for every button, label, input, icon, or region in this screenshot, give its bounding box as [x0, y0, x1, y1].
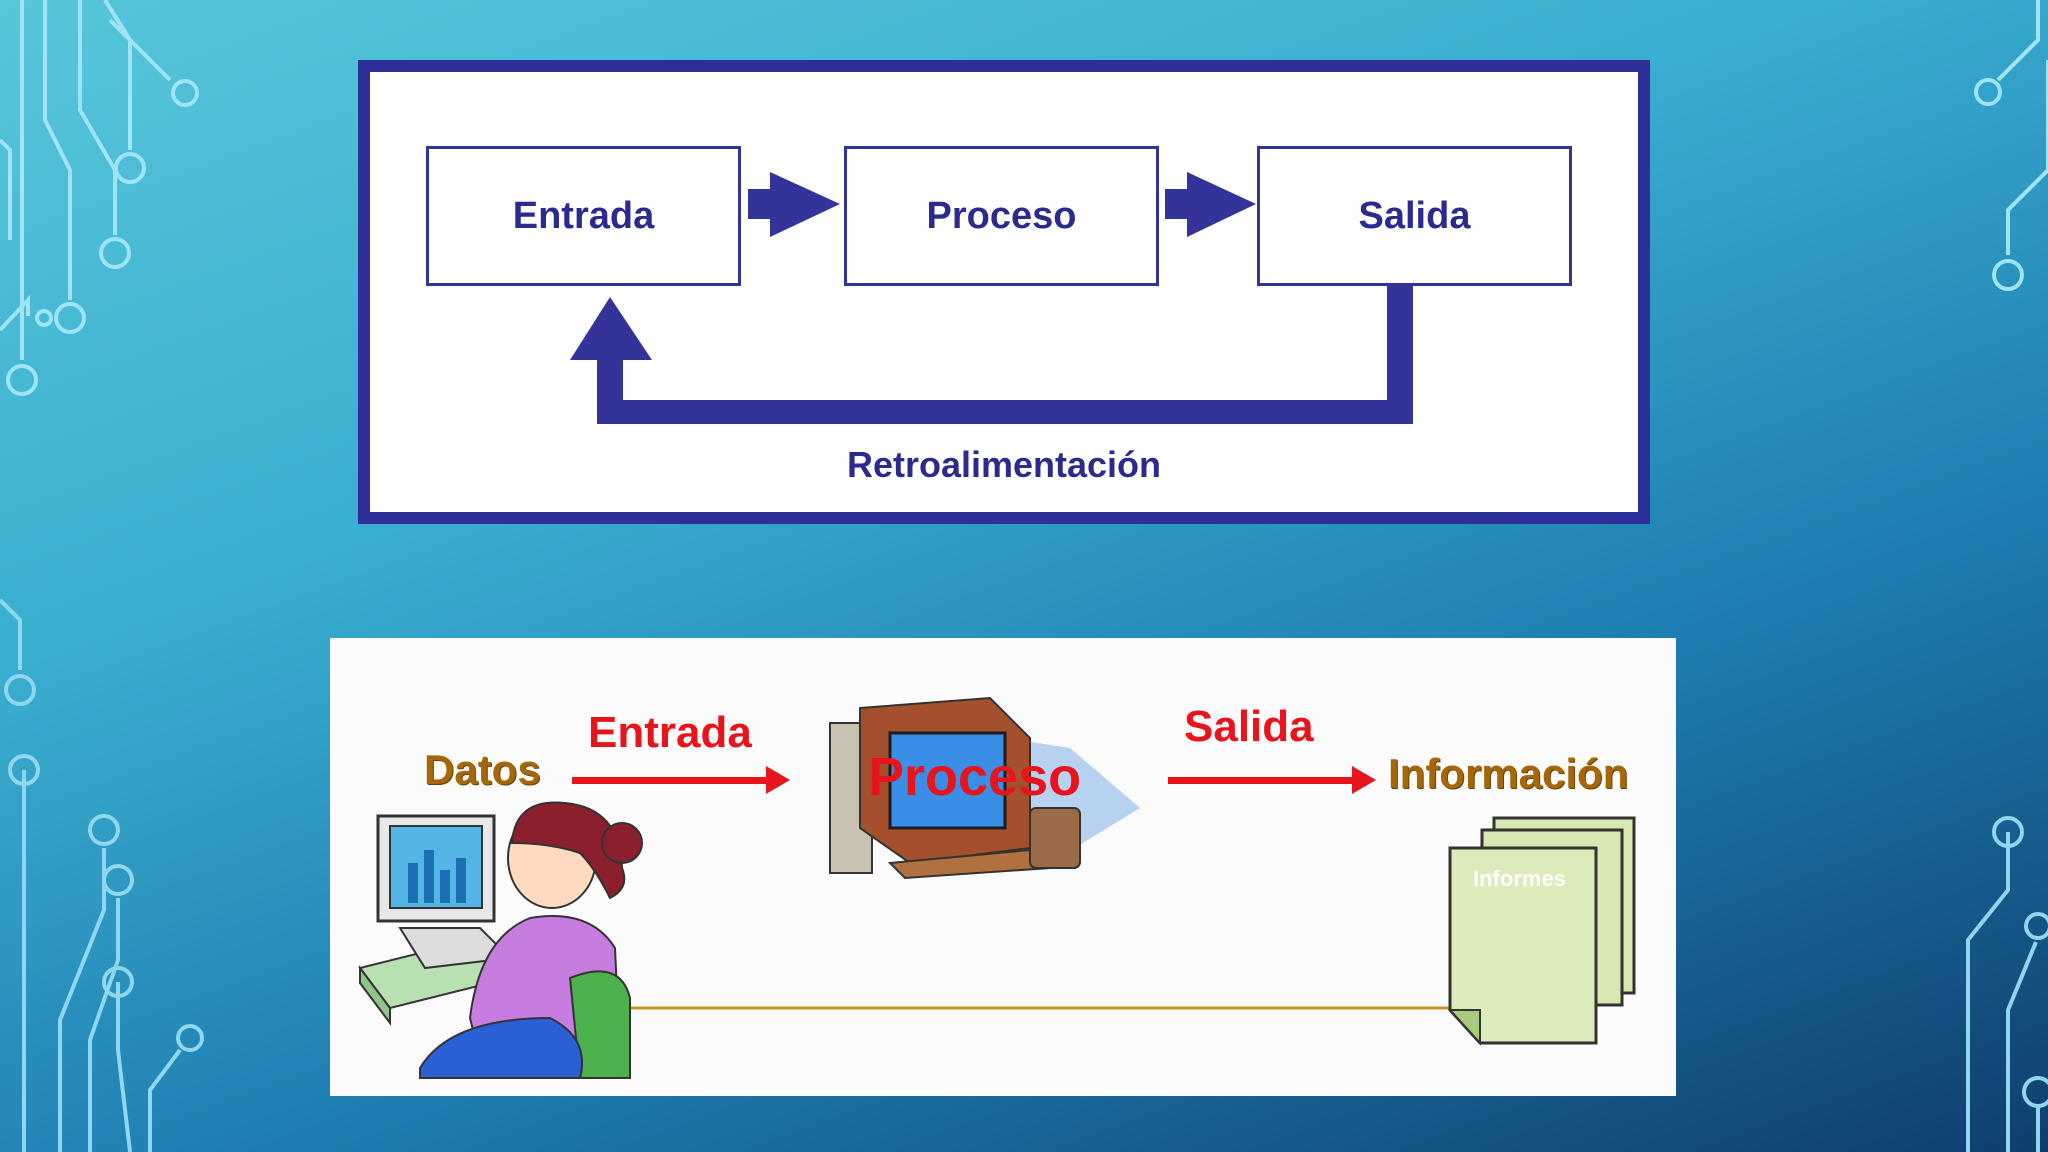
arrow-entrada-proceso-head: [770, 172, 840, 237]
box-proceso: Proceso: [844, 146, 1159, 286]
illustration-layer: [358, 696, 1636, 1079]
label-proceso: Proceso: [868, 747, 1082, 807]
box-entrada: Entrada: [426, 146, 741, 286]
data-processing-diagram: Datos Entrada Proceso Salida Información…: [330, 638, 1676, 1096]
box-salida: Salida: [1257, 146, 1572, 286]
user-computer-icon: [358, 801, 643, 1079]
circuit-decoration-icon: [1974, 0, 2048, 291]
label-informes: Informes: [1473, 866, 1566, 891]
system-flow-diagram: Entrada Proceso Salida Retroalimentación: [358, 60, 1650, 524]
feedback-arrow-head: [570, 297, 652, 360]
arrow-salida-icon: [1168, 766, 1376, 794]
arrow-proceso-salida-head: [1187, 172, 1256, 237]
flow-arrows: [570, 172, 1413, 424]
computer-icon: [829, 696, 1140, 880]
documents-icon: [1447, 816, 1636, 1046]
circuit-decoration-icon: [0, 598, 204, 1152]
circuit-decoration-icon: [1966, 816, 2048, 1152]
label-informacion: Información: [1388, 750, 1629, 797]
circuit-decoration-icon: [0, 0, 199, 396]
feedback-down: [1387, 284, 1413, 422]
arrow-entrada-icon: [572, 766, 790, 794]
feedback-up: [597, 352, 623, 424]
label-salida: Salida: [1184, 702, 1314, 751]
arrow-entrada-proceso-shaft: [748, 189, 772, 219]
label-entrada: Entrada: [588, 708, 752, 757]
arrow-proceso-salida-shaft: [1165, 189, 1189, 219]
label-datos: Datos: [424, 746, 541, 793]
feedback-label: Retroalimentación: [846, 444, 1162, 485]
feedback-horizontal: [597, 400, 1413, 424]
